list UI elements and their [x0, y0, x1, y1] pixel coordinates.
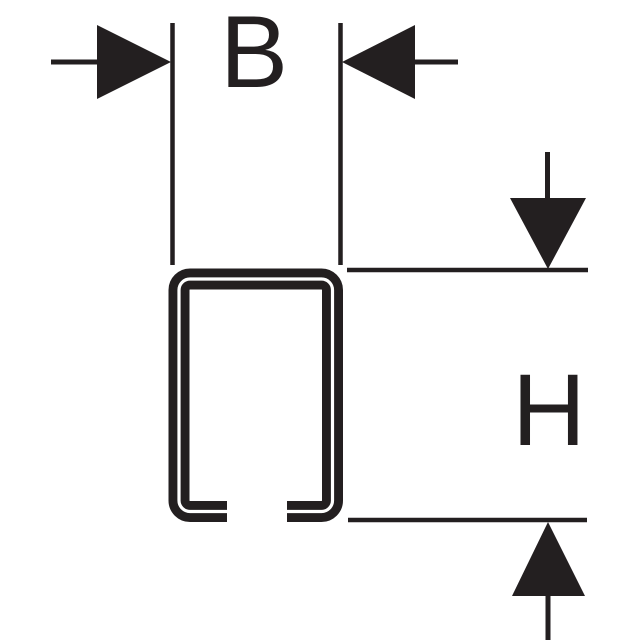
arrowhead-left-icon: [342, 25, 415, 99]
profile-sheet-gap-line: [177, 277, 335, 514]
arrowhead-down-icon: [510, 198, 586, 269]
height-dimension: H: [347, 152, 588, 640]
height-dimension-label: H: [512, 353, 586, 467]
profile-sheet-band: [168, 268, 343, 522]
arrowhead-right-icon: [97, 25, 171, 99]
arrowhead-up-icon: [512, 522, 585, 596]
width-dimension: B: [51, 0, 458, 265]
c-channel-profile: [168, 268, 343, 522]
width-dimension-label: B: [220, 0, 288, 109]
